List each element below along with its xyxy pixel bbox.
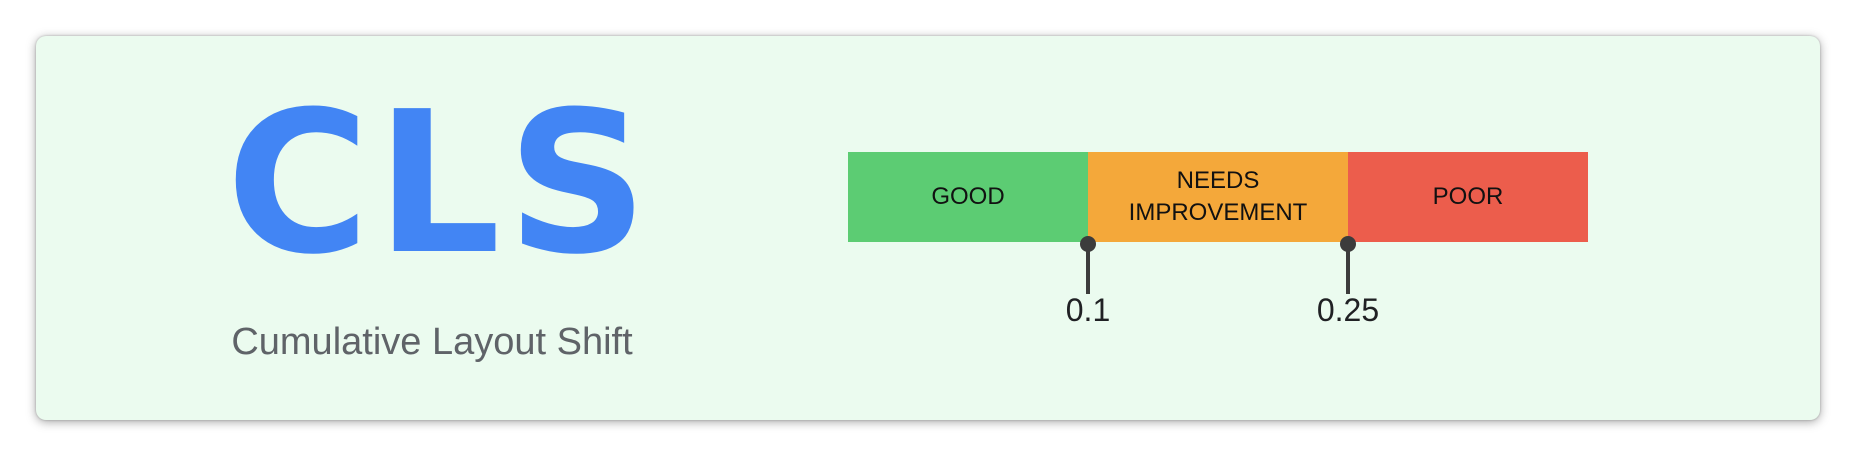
segment-good: GOOD <box>848 152 1088 242</box>
marker-line <box>1086 246 1090 294</box>
segment-needs-improvement: NEEDS IMPROVEMENT <box>1088 152 1348 242</box>
metric-card: CLS Cumulative Layout Shift GOOD NEEDS I… <box>36 36 1820 420</box>
segment-poor: POOR <box>1348 152 1588 242</box>
segment-good-label: GOOD <box>931 183 1005 210</box>
threshold-label-good: 0.1 <box>1065 292 1111 328</box>
segment-poor-label: POOR <box>1432 183 1504 210</box>
threshold-scale: GOOD NEEDS IMPROVEMENT POOR <box>848 152 1588 242</box>
metric-acronym: CLS <box>226 70 654 298</box>
threshold-marker-poor <box>1328 236 1368 336</box>
marker-dot <box>1340 236 1356 252</box>
marker-dot <box>1080 236 1096 252</box>
segment-needs-improvement-label: NEEDS IMPROVEMENT <box>1128 167 1308 226</box>
threshold-label-poor: 0.25 <box>1316 292 1380 328</box>
metric-full-name: Cumulative Layout Shift <box>231 321 633 363</box>
marker-line <box>1346 246 1350 294</box>
threshold-marker-good <box>1068 236 1108 336</box>
